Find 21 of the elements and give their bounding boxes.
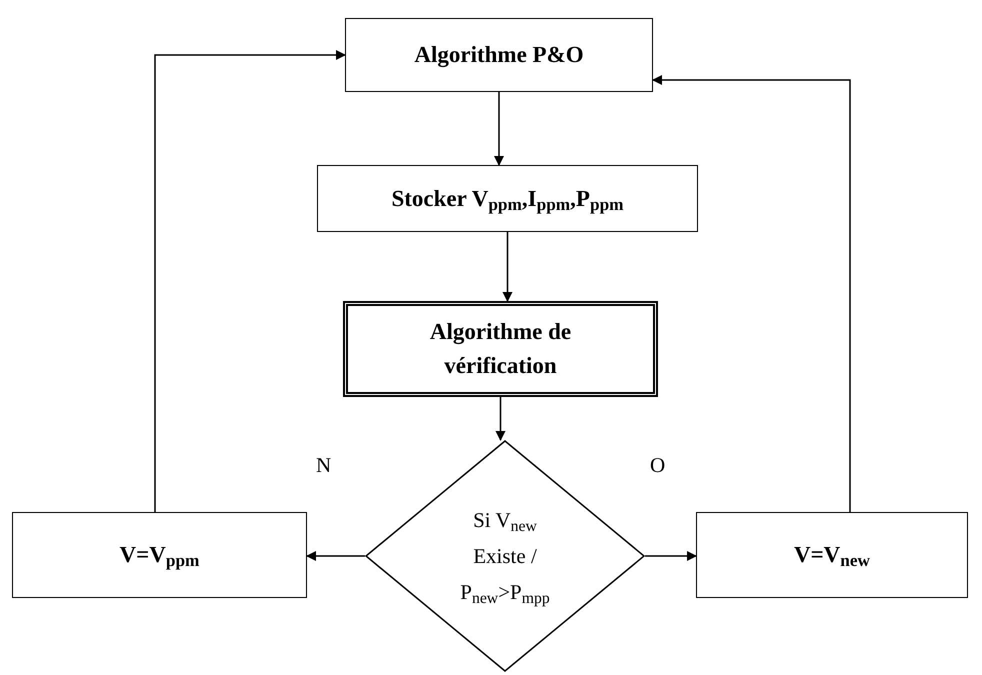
arrow	[496, 397, 506, 441]
box-label: V=V$_{ppm}$	[120, 541, 200, 572]
box-label: V=V$_{new}$	[794, 541, 870, 572]
process-box	[12, 512, 307, 598]
process-box	[317, 165, 698, 232]
box-label: Algorithme P&O	[414, 41, 584, 70]
process-box	[696, 512, 968, 598]
arrow	[494, 92, 504, 166]
arrow	[645, 551, 697, 561]
arrow	[502, 232, 512, 302]
arrow	[652, 75, 851, 512]
decision-diamond	[365, 440, 645, 672]
edge-label: N	[316, 455, 332, 476]
process-box	[343, 301, 658, 397]
decision-text: Si V$_{new}$ Existe / P$_{new}$>P$_{mpp}$	[459, 507, 551, 609]
arrow	[154, 50, 346, 512]
arrow	[306, 551, 365, 561]
box-label: Stocker V$_{ppm}$,I$_{ppm}$,P$_{ppm}$	[391, 184, 624, 216]
process-box	[345, 18, 653, 92]
box-label: Algorithme de vérification	[428, 318, 572, 380]
edge-label: O	[650, 455, 666, 476]
